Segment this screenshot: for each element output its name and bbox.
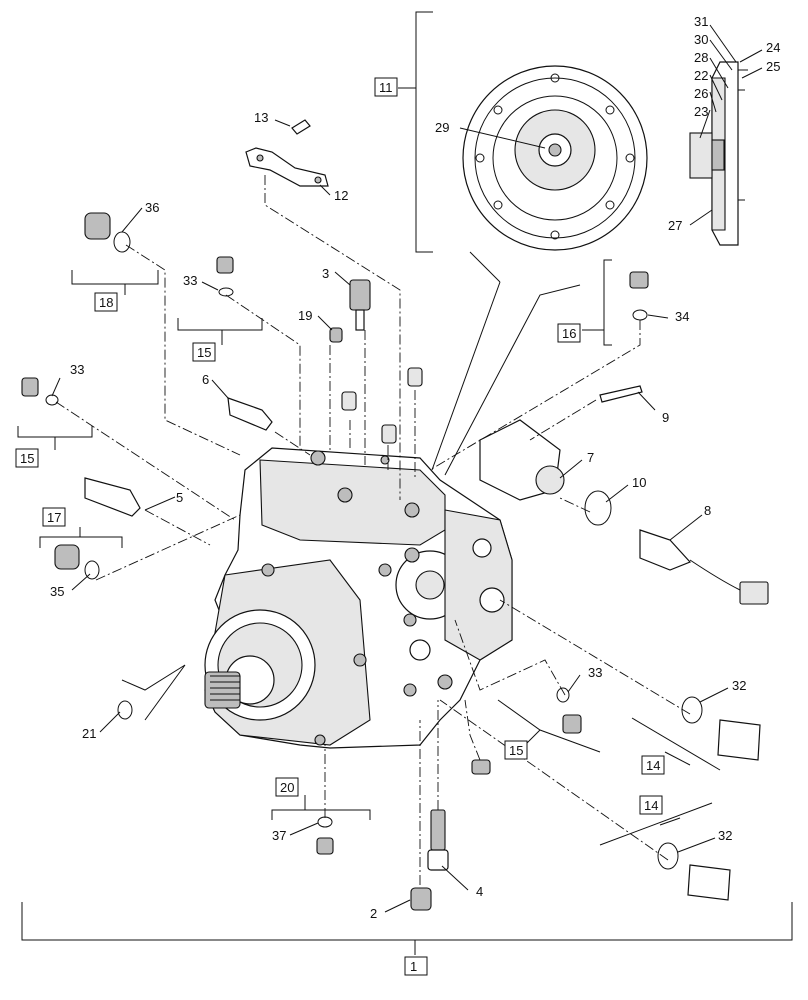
detail-cross-section [689,61,748,246]
label-14-upper: 14 [646,758,660,773]
label-5: 5 [176,490,183,505]
detail-disc-11 [462,65,648,251]
label-28: 28 [694,50,708,65]
label-34: 34 [675,309,689,324]
pump-body [204,447,513,749]
label-4: 4 [476,884,483,899]
label-11: 11 [379,80,393,95]
label-7: 7 [587,450,594,465]
label-33-right: 33 [588,665,602,680]
label-9: 9 [662,410,669,425]
label-16: 16 [562,326,576,341]
label-33-left: 33 [70,362,84,377]
assembly-bracket [21,902,793,955]
label-21: 21 [82,726,96,741]
label-25: 25 [766,59,780,74]
label-23: 23 [694,104,708,119]
label-37: 37 [272,828,286,843]
part-labels: 1 2 3 4 5 6 7 8 9 10 11 12 13 14 14 15 1… [20,14,780,974]
label-13: 13 [254,110,268,125]
label-26: 26 [694,86,708,101]
label-2: 2 [370,906,377,921]
label-32-upper: 32 [732,678,746,693]
label-12: 12 [334,188,348,203]
label-8: 8 [704,503,711,518]
label-17: 17 [47,510,61,525]
bracket-12 [245,119,329,187]
label-36: 36 [145,200,159,215]
fittings [21,212,769,911]
detail-bracket-11 [398,11,581,476]
label-3: 3 [322,266,329,281]
label-18: 18 [99,295,113,310]
leader-lines [51,24,763,913]
label-14-lower: 14 [644,798,658,813]
label-35: 35 [50,584,64,599]
label-10: 10 [632,475,646,490]
label-19: 19 [298,308,312,323]
label-15-top: 15 [197,345,211,360]
label-24: 24 [766,40,780,55]
label-32-lower: 32 [718,828,732,843]
explode-lines [55,175,691,885]
label-29: 29 [435,120,449,135]
label-1: 1 [410,959,417,974]
label-31: 31 [694,14,708,29]
label-15-right: 15 [509,743,523,758]
label-22: 22 [694,68,708,83]
label-15-left: 15 [20,451,34,466]
label-33-top: 33 [183,273,197,288]
boxed-labels [15,77,665,976]
label-6: 6 [202,372,209,387]
label-20: 20 [280,780,294,795]
label-30: 30 [694,32,708,47]
label-27: 27 [668,218,682,233]
